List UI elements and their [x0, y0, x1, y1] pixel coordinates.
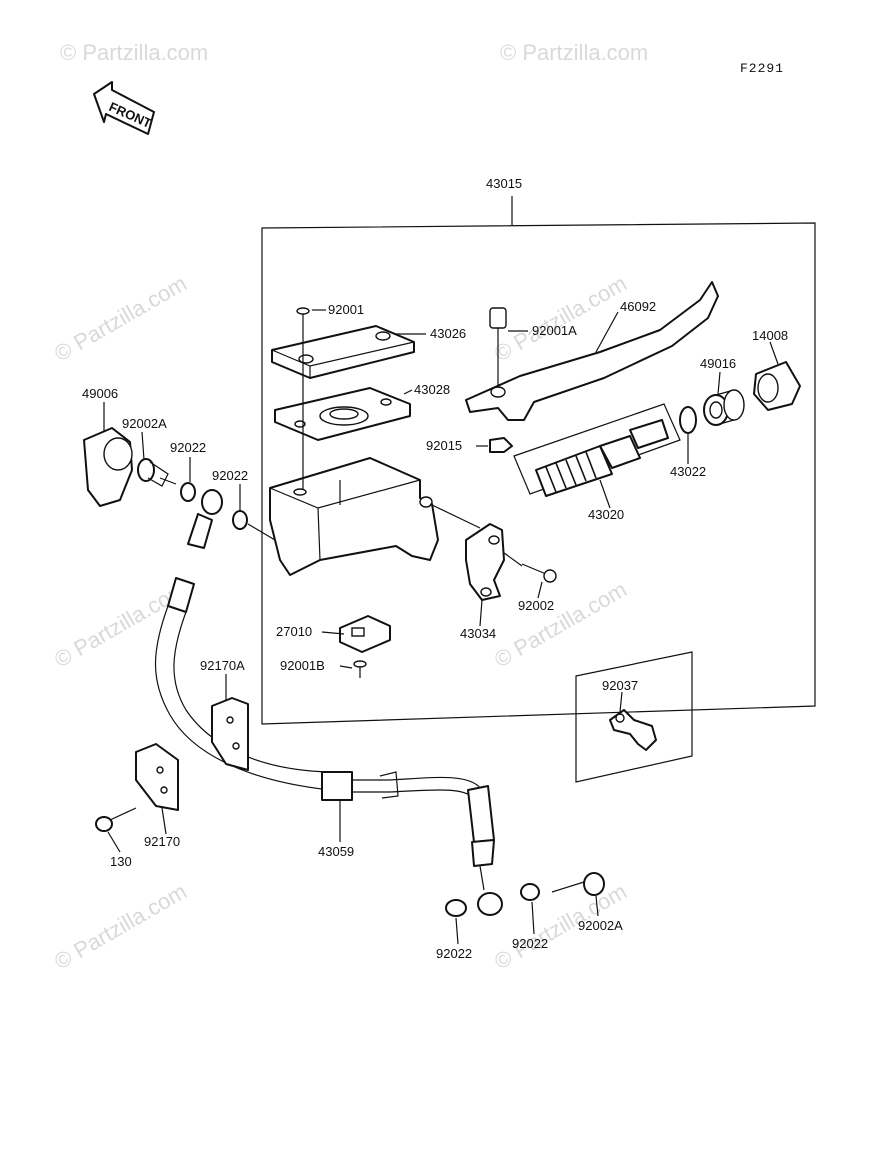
banjo-bolt-92002A-bottom — [551, 872, 605, 896]
clamp-43034 — [465, 523, 505, 601]
label-92170A: 92170A — [200, 658, 245, 673]
washer-43022 — [679, 406, 697, 434]
watermark: © Partzilla.com — [60, 40, 208, 65]
label-43026: 43026 — [430, 326, 466, 341]
label-92170: 92170 — [144, 834, 180, 849]
label-14008: 14008 — [752, 328, 788, 343]
label-49016: 49016 — [700, 356, 736, 371]
master-cylinder-body — [269, 457, 439, 576]
seal-49016 — [703, 389, 745, 426]
label-27010: 27010 — [276, 624, 312, 639]
figure-code: F2291 — [740, 61, 784, 76]
label-92015: 92015 — [426, 438, 462, 453]
label-43020: 43020 — [588, 507, 624, 522]
screw-92001 — [296, 307, 310, 334]
label-49006: 49006 — [82, 386, 118, 401]
piston-assembly-43020 — [513, 403, 681, 497]
assembly-43015-box — [261, 196, 816, 725]
nut-92015 — [489, 437, 513, 453]
label-92001B: 92001B — [280, 658, 325, 673]
bolt-92001A — [489, 307, 507, 360]
label-130: 130 — [110, 854, 132, 869]
bolt-130 — [95, 807, 137, 832]
brake-lever-46092 — [465, 281, 719, 421]
label-92001: 92001 — [328, 302, 364, 317]
hose-clamp-92170 — [135, 743, 179, 811]
inset-92037-box — [575, 651, 693, 783]
label-92001A: 92001A — [532, 323, 577, 338]
label-43022: 43022 — [670, 464, 706, 479]
watermark: © Partzilla.com — [500, 40, 648, 65]
washer-92022-c — [445, 899, 467, 917]
label-92002A-bottom: 92002A — [578, 918, 623, 933]
label-92002A-top: 92002A — [122, 416, 167, 431]
label-43015: 43015 — [486, 176, 522, 191]
washer-92022-a — [180, 482, 196, 502]
label-92022-d: 92022 — [512, 936, 548, 951]
watermark: © Partzilla.com — [50, 879, 191, 975]
reservoir-cap-43026 — [271, 325, 415, 379]
part-labels: 43015 92001 43026 92001A 46092 14008 430… — [82, 176, 788, 961]
watermark: © Partzilla.com — [490, 577, 631, 673]
hose-fitting-49006 — [83, 427, 133, 507]
screw-92001B — [353, 660, 367, 678]
banjo-bolt-92002A-top — [137, 458, 177, 487]
label-92022-b: 92022 — [212, 468, 248, 483]
hose-clamp-92170A — [211, 697, 249, 771]
bolt-92002 — [521, 563, 557, 583]
bracket-92037 — [609, 709, 657, 751]
label-92002: 92002 — [518, 598, 554, 613]
washer-92022-d — [520, 883, 540, 901]
diaphragm-43028 — [274, 387, 411, 441]
label-46092: 46092 — [620, 299, 656, 314]
leader-lines — [103, 309, 779, 945]
label-43034: 43034 — [460, 626, 496, 641]
watermark: © Partzilla.com — [50, 577, 191, 673]
boot-14008 — [753, 361, 801, 411]
washer-92022-b — [232, 510, 248, 530]
brake-hose-43059 — [155, 489, 503, 916]
watermark: © Partzilla.com — [50, 271, 191, 367]
label-92022-c: 92022 — [436, 946, 472, 961]
label-43059: 43059 — [318, 844, 354, 859]
label-92022-a: 92022 — [170, 440, 206, 455]
switch-27010 — [339, 615, 391, 653]
label-43028: 43028 — [414, 382, 450, 397]
front-arrow-icon: FRONT — [93, 81, 155, 135]
label-92037: 92037 — [602, 678, 638, 693]
